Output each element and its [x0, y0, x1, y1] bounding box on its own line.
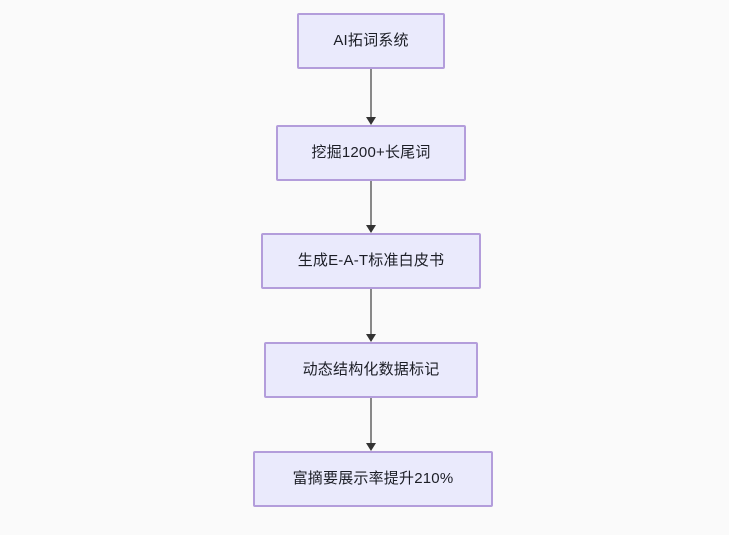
arrowhead-icon-3	[366, 334, 376, 342]
flow-node-ai-keyword-system[interactable]: AI拓词系统	[297, 13, 445, 69]
connector-line-3	[370, 289, 372, 334]
arrowhead-icon-4	[366, 443, 376, 451]
flow-node-mine-longtail-keywords[interactable]: 挖掘1200+长尾词	[276, 125, 466, 181]
flow-node-label: 动态结构化数据标记	[302, 361, 440, 378]
flow-node-dynamic-structured-data-markup[interactable]: 动态结构化数据标记	[264, 342, 478, 398]
flow-node-rich-snippet-impression-lift[interactable]: 富摘要展示率提升210%	[253, 451, 493, 507]
arrowhead-icon-2	[366, 225, 376, 233]
flow-node-generate-eat-whitepaper[interactable]: 生成E-A-T标准白皮书	[261, 233, 481, 289]
flow-node-label: 生成E-A-T标准白皮书	[297, 252, 445, 269]
flow-node-label: 富摘要展示率提升210%	[292, 470, 454, 487]
connector-line-1	[370, 69, 372, 117]
connector-line-2	[370, 181, 372, 225]
flow-node-label: 挖掘1200+长尾词	[311, 144, 431, 161]
arrowhead-icon-1	[366, 117, 376, 125]
connector-line-4	[370, 398, 372, 443]
flow-node-label: AI拓词系统	[333, 32, 409, 49]
